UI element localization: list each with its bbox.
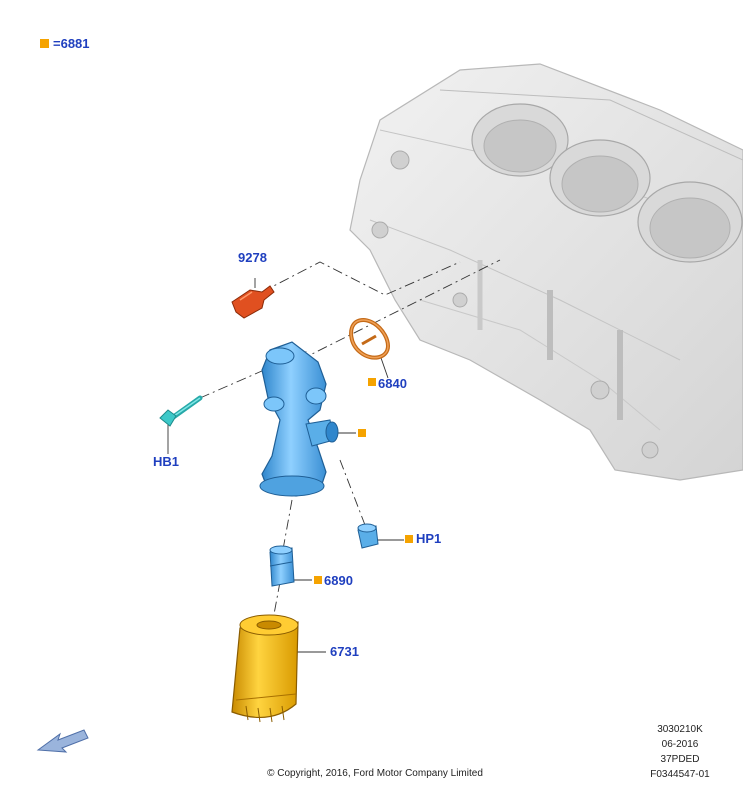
marker-square-icon (358, 429, 366, 437)
oil-pressure-sensor (231, 285, 275, 319)
gasket (349, 318, 391, 360)
callout-6890: 6890 (324, 573, 353, 588)
marker-square-icon (40, 39, 49, 48)
callout-6731: 6731 (330, 644, 359, 659)
marker-square-icon (314, 576, 322, 584)
legend-text: =6881 (53, 36, 90, 51)
marker-square-icon (368, 378, 376, 386)
marker-squares (314, 378, 413, 584)
date-code: 06-2016 (661, 739, 699, 750)
callout-hb1: HB1 (153, 454, 179, 469)
marker-square-icon (405, 535, 413, 543)
plug (357, 523, 379, 549)
bolt (159, 395, 203, 427)
figure-id: F0344547-01 (650, 769, 710, 780)
oil-filter-housing (259, 341, 339, 497)
arrow-left-down-icon (36, 729, 89, 753)
reference-code: 3030210K (657, 724, 703, 735)
engine-block (349, 63, 743, 481)
callout-6840: 6840 (378, 376, 407, 391)
callout-9278: 9278 (238, 250, 267, 265)
legend: =6881 (40, 36, 90, 51)
oil-filter (231, 614, 299, 723)
engine-code: 37PDED (660, 754, 700, 765)
callout-hp1: HP1 (416, 531, 441, 546)
filter-adapter (269, 545, 295, 587)
copyright-text: © Copyright, 2016, Ford Motor Company Li… (267, 768, 483, 779)
